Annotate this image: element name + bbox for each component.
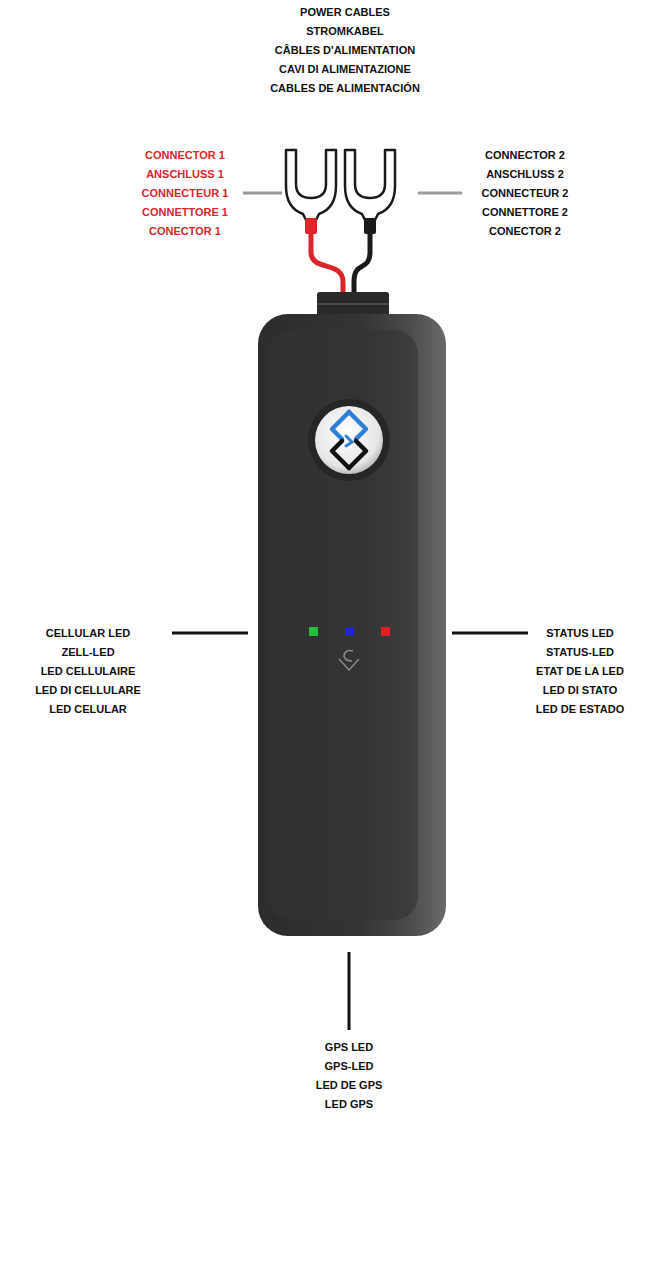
led-label: LED CELLULAIRE	[35, 662, 141, 681]
led-label: LED GPS	[316, 1095, 383, 1114]
housing-rib	[317, 303, 389, 305]
logo-button	[315, 406, 383, 474]
gps-led	[345, 627, 354, 636]
cellular-led	[309, 627, 318, 636]
connector-label: CONNECTEUR 1	[142, 184, 229, 203]
led-label: GPS-LED	[316, 1057, 383, 1076]
connector-label: CONECTOR 1	[142, 222, 229, 241]
power-cables-label: POWER CABLES	[270, 3, 420, 22]
leader-line	[348, 952, 351, 1030]
connector-label: CONNECTOR 1	[142, 146, 229, 165]
led-label: ZELL-LED	[35, 643, 141, 662]
leader-line	[172, 632, 248, 635]
terminal-sleeve	[305, 218, 317, 234]
label-group: GPS LEDGPS-LEDLED DE GPSLED GPS	[316, 1038, 383, 1114]
leader-line	[243, 192, 282, 195]
led-label: LED DE GPS	[316, 1076, 383, 1095]
led-label: LED DI STATO	[536, 681, 624, 700]
logo-icon	[349, 412, 366, 439]
device-face	[268, 330, 418, 920]
connector-label: CONECTOR 2	[482, 222, 569, 241]
leader-line	[452, 632, 528, 635]
label-group: CONNECTOR 1ANSCHLUSS 1CONNECTEUR 1CONNET…	[142, 146, 229, 241]
device-body	[258, 314, 446, 936]
red-wire	[311, 232, 343, 300]
connector-label: ANSCHLUSS 1	[142, 165, 229, 184]
terminal-sleeve	[364, 218, 376, 234]
connector-label: CONNECTOR 2	[482, 146, 569, 165]
led-label: STATUS LED	[536, 624, 624, 643]
led-label: CELLULAR LED	[35, 624, 141, 643]
status-led	[381, 627, 390, 636]
spade-terminal	[345, 150, 395, 220]
brand-mark	[339, 659, 359, 670]
power-cables-label: CAVI DI ALIMENTAZIONE	[270, 60, 420, 79]
logo-icon	[346, 436, 352, 446]
led-label: ETAT DE LA LED	[536, 662, 624, 681]
power-cables-label: CÂBLES D'ALIMENTATION	[270, 41, 420, 60]
led-label: LED DE ESTADO	[536, 700, 624, 719]
label-group: CELLULAR LEDZELL-LEDLED CELLULAIRELED DI…	[35, 624, 141, 719]
led-label: LED DI CELLULARE	[35, 681, 141, 700]
spade-terminal	[286, 150, 336, 220]
led-label: GPS LED	[316, 1038, 383, 1057]
connector-label: CONNETTORE 1	[142, 203, 229, 222]
black-wire	[354, 232, 370, 300]
connector-label: ANSCHLUSS 2	[482, 165, 569, 184]
leader-line	[418, 192, 462, 195]
label-group: CONNECTOR 2ANSCHLUSS 2CONNECTEUR 2CONNET…	[482, 146, 569, 241]
label-group: STATUS LEDSTATUS-LEDETAT DE LA LEDLED DI…	[536, 624, 624, 719]
brand-mark	[344, 651, 353, 661]
label-group: POWER CABLESSTROMKABELCÂBLES D'ALIMENTAT…	[270, 3, 420, 98]
logo-icon	[349, 441, 366, 468]
led-label: LED CELULAR	[35, 700, 141, 719]
power-cables-label: STROMKABEL	[270, 22, 420, 41]
connector-label: CONNECTEUR 2	[482, 184, 569, 203]
logo-ring	[308, 399, 390, 481]
led-label: STATUS-LED	[536, 643, 624, 662]
connector-label: CONNETTORE 2	[482, 203, 569, 222]
power-cables-label: CABLES DE ALIMENTACIÓN	[270, 79, 420, 98]
